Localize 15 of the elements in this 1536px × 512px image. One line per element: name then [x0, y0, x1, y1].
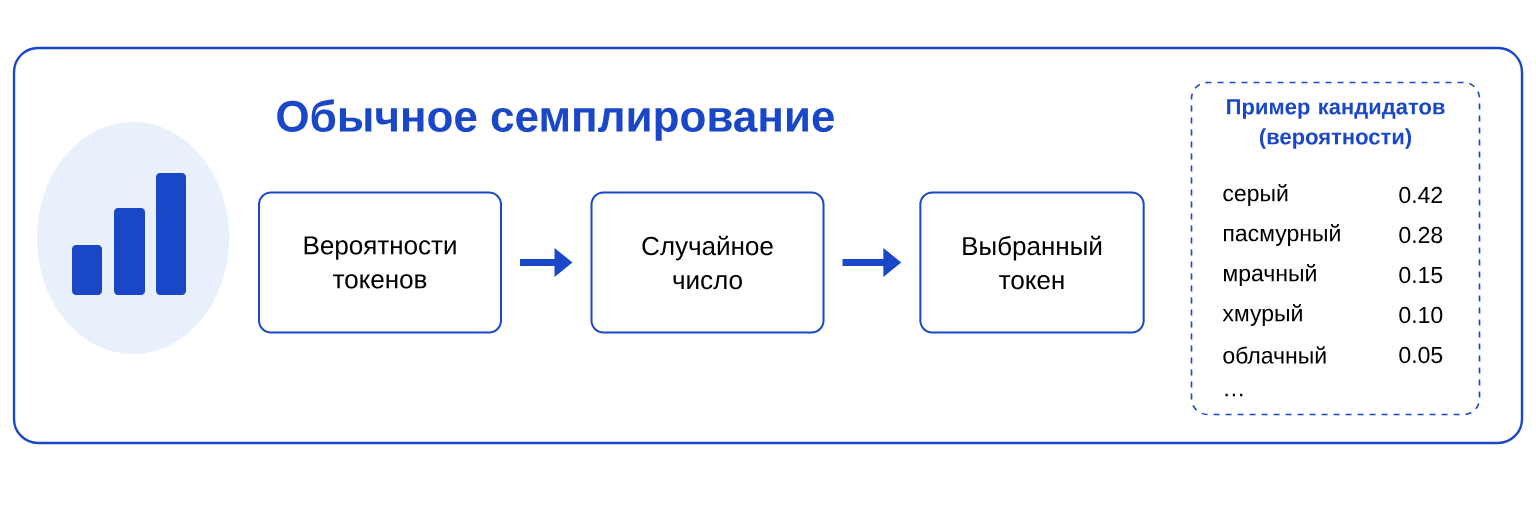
process-box: Вероятности токенов	[258, 191, 502, 334]
table-cell: 0.28	[1399, 226, 1443, 244]
table-cell: 0.15	[1399, 266, 1443, 284]
table-cell: 0.42	[1399, 186, 1442, 204]
table-cell: серый	[1223, 184, 1288, 206]
process-box: Случайное число	[590, 191, 825, 334]
table-cell: пасмурный	[1224, 224, 1340, 246]
table-cell: 0.05	[1399, 346, 1443, 364]
table-cell: хмурый	[1222, 304, 1302, 326]
title: Обычное семплирование	[277, 99, 834, 141]
table-cell: облачный	[1223, 346, 1326, 364]
table-cell: мрачный	[1224, 264, 1316, 286]
table-cell: …	[1225, 393, 1243, 397]
process-box: Выбранный токен	[919, 191, 1145, 334]
table-cell: 0.10	[1399, 306, 1443, 324]
